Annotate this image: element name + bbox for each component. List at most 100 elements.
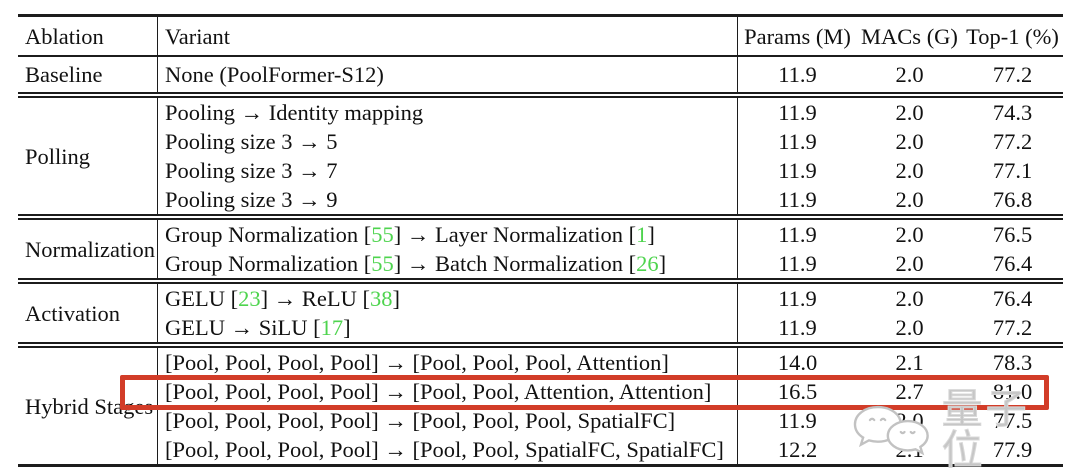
top1-value: 77.5 xyxy=(992,408,1033,433)
variant-text: Group Normalization [55] → Batch Normali… xyxy=(165,249,666,278)
citation-number: 1 xyxy=(636,222,648,247)
variant-text: None (PoolFormer-S12) xyxy=(165,62,384,87)
top-rule xyxy=(18,14,1063,17)
variant-seg: ] xyxy=(647,222,655,247)
macs-value: 2.0 xyxy=(895,251,924,276)
section-baseline: Baseline None (PoolFormer-S12) 11.9 2.0 … xyxy=(18,57,1063,92)
citation-number: 38 xyxy=(369,286,393,311)
variant-seg: ] → Batch Normalization [ xyxy=(393,251,637,276)
variant-seg: ] xyxy=(343,315,351,340)
citation-number: 55 xyxy=(371,222,394,247)
table-row-variant: [Pool, Pool, Pool, Pool] → [Pool, Pool, … xyxy=(157,348,737,377)
top1-value: 76.4 xyxy=(992,286,1033,311)
table-row-variant: Pooling size 3 → 9 xyxy=(157,185,737,214)
macs-value: 2.0 xyxy=(895,62,924,87)
params-value: 11.9 xyxy=(737,249,857,278)
variant-seg: ] xyxy=(392,286,400,311)
section-label: Baseline xyxy=(25,62,103,87)
variant-seg: ] xyxy=(658,251,667,276)
section-label: Polling xyxy=(25,143,91,169)
macs-value: 2.0 xyxy=(895,187,924,212)
top1-value: 76.4 xyxy=(992,251,1033,276)
header-params: Params (M) xyxy=(737,17,857,55)
citation-number: 23 xyxy=(238,286,261,311)
params-value: 11.9 xyxy=(737,313,857,342)
section-normalization: Normalization Group Normalization [55] →… xyxy=(18,220,1063,278)
macs-value: 2.0 xyxy=(895,286,924,311)
table-row-variant-highlighted: [Pool, Pool, Pool, Pool] → [Pool, Pool, … xyxy=(157,377,737,406)
section-activation: Activation GELU [23] → ReLU [38] 11.9 2.… xyxy=(18,284,1063,342)
top1-value: 77.2 xyxy=(992,129,1033,154)
macs-value: 2.0 xyxy=(895,100,924,125)
table-row-variant: Pooling → Identity mapping xyxy=(157,98,737,127)
variant-text: [Pool, Pool, Pool, Pool] → [Pool, Pool, … xyxy=(165,350,669,375)
macs-value: 2.0 xyxy=(895,408,924,433)
section-divider xyxy=(18,278,1063,284)
top1-value: 77.2 xyxy=(992,62,1033,87)
bottom-rule xyxy=(18,464,1063,467)
variant-text: GELU [23] → ReLU [38] xyxy=(165,284,400,313)
section-hybrid-stages: Hybrid Stages [Pool, Pool, Pool, Pool] →… xyxy=(18,348,1063,464)
section-divider xyxy=(18,214,1063,220)
section-label: Activation xyxy=(25,300,120,326)
table-row-variant: Group Normalization [55] → Batch Normali… xyxy=(157,249,737,278)
header-variant: Variant xyxy=(157,17,737,55)
variant-text: Group Normalization [55] → Layer Normali… xyxy=(165,220,655,249)
table-row-variant: None (PoolFormer-S12) xyxy=(157,57,737,92)
variant-text: Pooling size 3 → 7 xyxy=(165,158,338,183)
params-value: 11.9 xyxy=(737,98,857,127)
variant-seg: GELU → SiLU [ xyxy=(165,315,321,340)
variant-text: GELU → SiLU [17] xyxy=(165,313,351,342)
variant-seg: ] → ReLU [ xyxy=(260,286,370,311)
variant-seg: Group Normalization [ xyxy=(165,251,372,276)
top1-value: 77.1 xyxy=(992,158,1033,183)
variant-seg: GELU [ xyxy=(165,286,239,311)
params-value: 16.5 xyxy=(737,377,857,406)
top1-value: 74.3 xyxy=(992,100,1033,125)
variant-text: Pooling → Identity mapping xyxy=(165,100,424,125)
header-top1: Top-1 (%) xyxy=(966,23,1059,49)
header-rule xyxy=(18,55,1063,57)
variant-text: Pooling size 3 → 9 xyxy=(165,187,338,212)
params-value: 12.2 xyxy=(737,435,857,464)
table-row-variant: Pooling size 3 → 7 xyxy=(157,156,737,185)
table-row-variant: [Pool, Pool, Pool, Pool] → [Pool, Pool, … xyxy=(157,435,737,464)
macs-value: 2.0 xyxy=(895,315,924,340)
table-row-variant: Group Normalization [55] → Layer Normali… xyxy=(157,220,737,249)
params-value: 11.9 xyxy=(737,156,857,185)
table-row-variant: Pooling size 3 → 5 xyxy=(157,127,737,156)
variant-text: [Pool, Pool, Pool, Pool] → [Pool, Pool, … xyxy=(165,437,724,462)
table-row-variant: GELU [23] → ReLU [38] xyxy=(157,284,737,313)
table-row-variant: [Pool, Pool, Pool, Pool] → [Pool, Pool, … xyxy=(157,406,737,435)
params-value: 11.9 xyxy=(737,185,857,214)
top1-value: 77.9 xyxy=(992,437,1033,462)
citation-number: 26 xyxy=(636,251,659,276)
variant-text: [Pool, Pool, Pool, Pool] → [Pool, Pool, … xyxy=(165,379,712,404)
macs-value: 2.7 xyxy=(895,379,924,404)
section-divider xyxy=(18,342,1063,348)
table-header-row: Ablation Variant Params (M) MACs (G) Top… xyxy=(18,17,1063,55)
top1-value: 81.0 xyxy=(992,379,1033,404)
citation-number: 17 xyxy=(320,315,344,340)
params-value: 11.9 xyxy=(737,127,857,156)
variant-text: Pooling size 3 → 5 xyxy=(165,129,338,154)
variant-seg: ] → Layer Normalization [ xyxy=(393,222,637,247)
params-value: 11.9 xyxy=(737,406,857,435)
top1-value: 76.5 xyxy=(992,222,1033,247)
macs-value: 2.0 xyxy=(895,129,924,154)
section-label: Normalization xyxy=(25,236,155,262)
header-macs: MACs (G) xyxy=(861,23,958,49)
macs-value: 2.1 xyxy=(895,437,924,462)
top1-value: 77.2 xyxy=(992,315,1033,340)
variant-text: [Pool, Pool, Pool, Pool] → [Pool, Pool, … xyxy=(165,408,676,433)
params-value: 14.0 xyxy=(737,348,857,377)
macs-value: 2.0 xyxy=(895,222,924,247)
params-value: 11.9 xyxy=(737,57,857,92)
macs-value: 2.1 xyxy=(895,350,924,375)
header-ablation: Ablation xyxy=(25,23,104,49)
section-label: Hybrid Stages xyxy=(25,393,154,419)
citation-number: 55 xyxy=(371,251,394,276)
top1-value: 78.3 xyxy=(992,350,1033,375)
variant-seg: Group Normalization [ xyxy=(165,222,372,247)
